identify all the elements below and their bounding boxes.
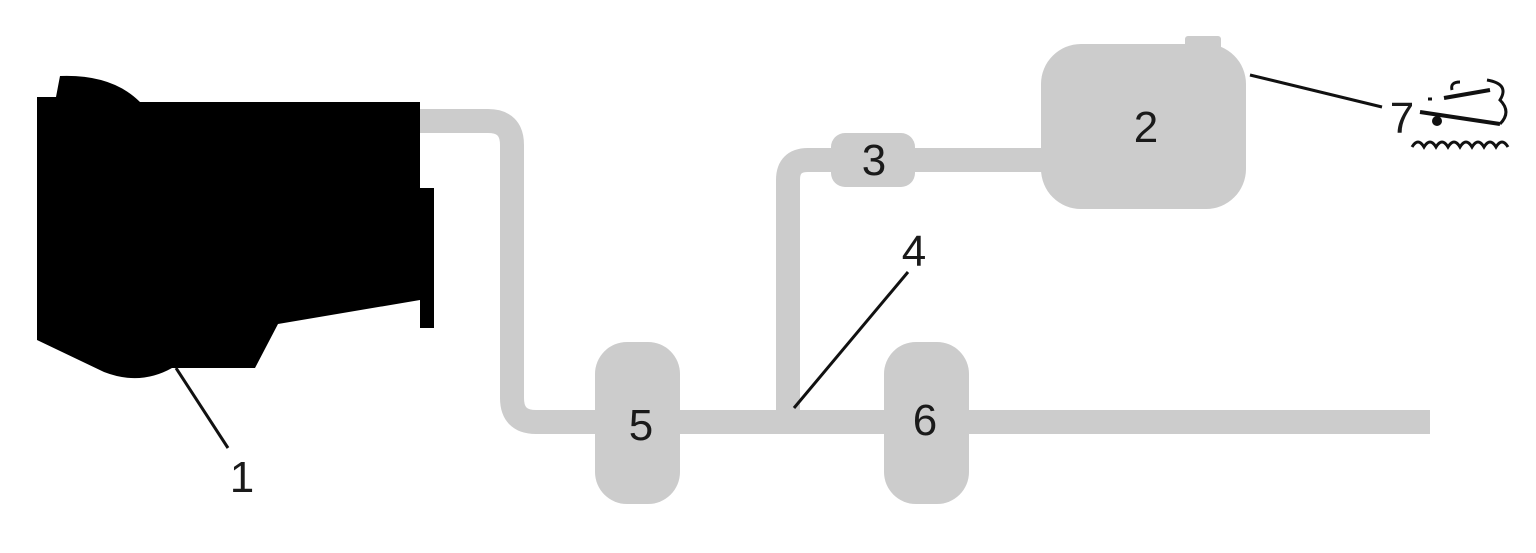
callout-5: 5	[629, 401, 653, 450]
engine-outlet-pipe	[420, 109, 600, 434]
component-3	[831, 133, 915, 187]
callout-3: 3	[862, 136, 886, 185]
engine-silhouette-icon	[37, 75, 434, 379]
leader-line-4	[792, 271, 910, 409]
vent-to-water-icon	[1410, 78, 1510, 150]
callout-7: 7	[1390, 94, 1414, 143]
callout-6: 6	[913, 396, 937, 445]
callout-2: 2	[1134, 103, 1158, 152]
component-5	[595, 342, 680, 504]
leader-line-1	[174, 367, 230, 449]
callout-4: 4	[902, 227, 926, 276]
tank	[1041, 36, 1246, 209]
leader-line-7	[1249, 73, 1383, 109]
branch-pipe	[776, 148, 838, 418]
pipe-network	[420, 109, 1430, 434]
component-6	[884, 342, 969, 504]
callout-1: 1	[230, 453, 254, 502]
